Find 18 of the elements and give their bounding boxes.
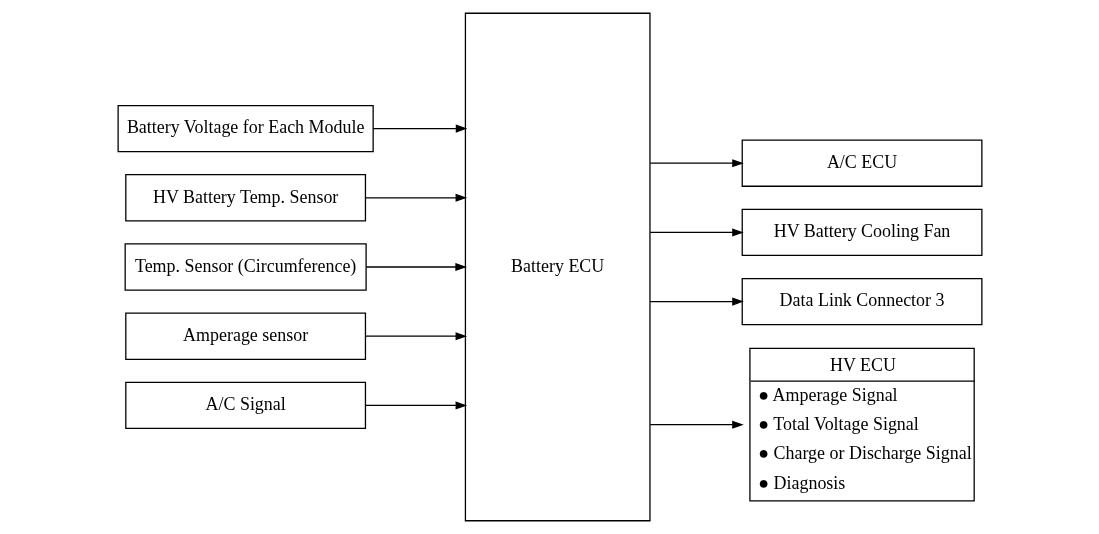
node-box: HV Battery Temp. Sensor bbox=[124, 174, 366, 222]
arrow bbox=[364, 193, 467, 202]
node-box: A/C ECU bbox=[741, 139, 982, 187]
arrow bbox=[372, 124, 467, 133]
node-box: Data Link Connector 3 bbox=[741, 277, 982, 326]
arrow bbox=[649, 297, 744, 306]
node-box: Battery ECU bbox=[464, 12, 651, 522]
arrow bbox=[365, 262, 467, 272]
arrow bbox=[364, 401, 467, 410]
node-box: Temp. Sensor (Circumference) bbox=[124, 243, 367, 291]
arrow bbox=[649, 228, 744, 237]
node-box: Battery Voltage for Each Module bbox=[117, 104, 374, 153]
arrow bbox=[649, 159, 744, 168]
node-box: A/C Signal bbox=[124, 381, 366, 430]
node-box: Amperage sensor bbox=[124, 312, 366, 360]
arrow bbox=[364, 332, 467, 341]
arrow bbox=[649, 420, 744, 429]
node-box: HV Battery Cooling Fan bbox=[741, 208, 982, 257]
